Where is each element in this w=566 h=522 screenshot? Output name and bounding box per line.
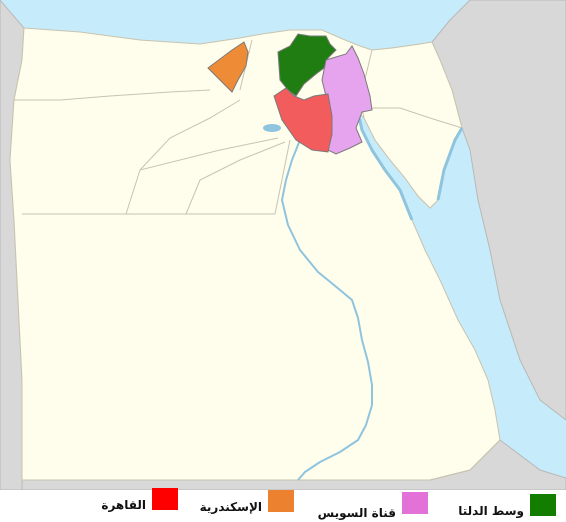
- region-cairo[interactable]: [273, 87, 333, 153]
- legend-item-cairo: القاهرة: [60, 488, 178, 518]
- legend-item-delta: وسط الدلتا: [410, 492, 556, 518]
- gulf-of-suez: [356, 111, 414, 221]
- legend-label-alexandria: الإسكندرية: [199, 500, 262, 514]
- legend-item-suez: قناة السويس: [292, 492, 428, 520]
- legend-label-delta: وسط الدلتا: [458, 504, 524, 518]
- map-canvas: [0, 0, 566, 490]
- legend-label-suez: قناة السويس: [317, 506, 396, 520]
- legend-swatch-delta: [530, 494, 556, 516]
- map-legend: وسط الدلتا قناة السويس الإسكندرية القاهر…: [0, 488, 566, 522]
- legend-swatch-suez: [402, 492, 428, 514]
- nile-river: [281, 139, 373, 481]
- governorate-borders: [14, 39, 501, 481]
- region-alexandria[interactable]: [207, 41, 249, 93]
- legend-swatch-cairo: [152, 488, 178, 510]
- legend-label-cairo: القاهرة: [101, 498, 146, 512]
- legend-item-alexandria: الإسكندرية: [160, 490, 294, 518]
- legend-swatch-alexandria: [268, 490, 294, 512]
- map-of-egypt: [0, 0, 566, 490]
- gulf-of-aqaba: [436, 127, 464, 201]
- lake-qarun: [263, 124, 281, 132]
